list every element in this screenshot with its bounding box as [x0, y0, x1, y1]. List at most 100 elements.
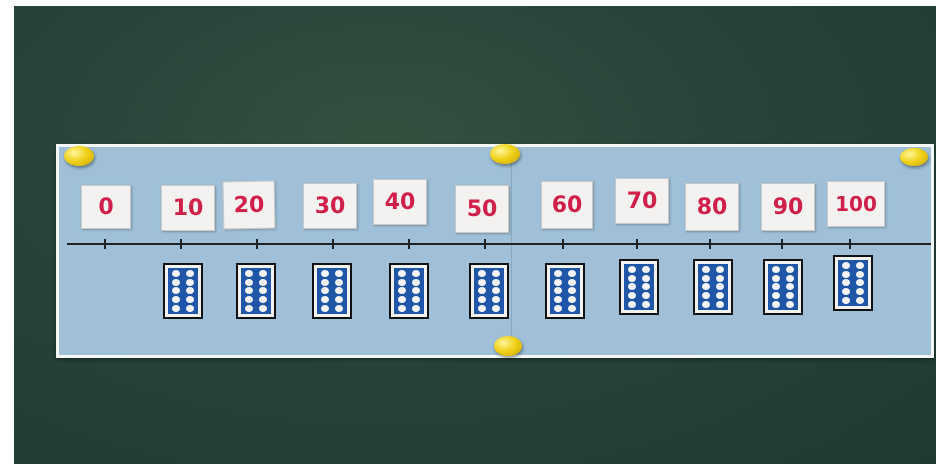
ten-frame-dot [702, 292, 710, 299]
ten-frame-dot [245, 270, 253, 277]
ten-frame-dot [856, 271, 864, 278]
ten-frame-dot [492, 279, 500, 286]
ten-frame-dot [842, 288, 850, 295]
ten-frame-dot [702, 275, 710, 282]
ten-frame [312, 263, 352, 319]
tick-mark [484, 239, 486, 249]
tick-mark [562, 239, 564, 249]
ten-frame-dot [716, 292, 724, 299]
ten-frame-dot [321, 270, 329, 277]
ten-frame-dot [172, 296, 180, 303]
ten-frame-dot [856, 288, 864, 295]
ten-frame-dot [412, 270, 420, 277]
ten-frame-dot [186, 270, 194, 277]
ten-frame-dot [172, 270, 180, 277]
ten-frame-dot [786, 292, 794, 299]
ten-frame [619, 259, 659, 315]
ten-frame-dot [492, 305, 500, 312]
ten-frame-dot [321, 279, 329, 286]
ten-frame [763, 259, 803, 315]
ten-frame-dot [628, 266, 636, 273]
ten-frame-dot [772, 301, 780, 308]
ten-frame-dot [398, 287, 406, 294]
number-card-100: 100 [827, 181, 885, 227]
ten-frame-dot [842, 262, 850, 269]
ten-frame-dot [702, 266, 710, 273]
tick-mark [636, 239, 638, 249]
number-card-50: 50 [455, 185, 509, 233]
number-card-90: 90 [761, 183, 815, 231]
ten-frame-dot [172, 287, 180, 294]
ten-frame-dot [478, 305, 486, 312]
number-card-70: 70 [615, 178, 669, 224]
ten-frame-dot [568, 279, 576, 286]
ten-frame-dot [786, 266, 794, 273]
ten-frame-dot [172, 279, 180, 286]
ten-frame-dot [259, 296, 267, 303]
number-card-0: 0 [81, 185, 131, 229]
ten-frame-dot [321, 296, 329, 303]
ten-frame-dot [856, 262, 864, 269]
ten-frame-dot [642, 283, 650, 290]
tick-mark [781, 239, 783, 249]
ten-frame-dot [186, 305, 194, 312]
number-card-40: 40 [373, 179, 427, 225]
ten-frame-dot [842, 297, 850, 304]
ten-frame [236, 263, 276, 319]
ten-frame-dot [492, 270, 500, 277]
ten-frame [693, 259, 733, 315]
ten-frame-dot [716, 283, 724, 290]
ten-frame-dot [642, 301, 650, 308]
ten-frame-dot [335, 287, 343, 294]
yellow-magnet-icon [900, 148, 928, 166]
ten-frame-dot [772, 275, 780, 282]
yellow-magnet-icon [494, 336, 522, 356]
ten-frame-dot [716, 275, 724, 282]
ten-frame-dot [786, 283, 794, 290]
ten-frame-dot [554, 287, 562, 294]
ten-frame-dot [642, 292, 650, 299]
ten-frame-dot [492, 287, 500, 294]
ten-frame-dot [412, 279, 420, 286]
ten-frame-dot [702, 283, 710, 290]
ten-frame-dot [335, 296, 343, 303]
yellow-magnet-icon [64, 146, 94, 166]
ten-frame-dot [568, 296, 576, 303]
ten-frame-dot [628, 283, 636, 290]
ten-frame-dot [554, 270, 562, 277]
ten-frame-dot [554, 296, 562, 303]
ten-frame-dot [186, 287, 194, 294]
ten-frame-dot [716, 266, 724, 273]
ten-frame-dot [628, 275, 636, 282]
ten-frame-dot [186, 296, 194, 303]
tick-mark [849, 239, 851, 249]
ten-frame-dot [856, 297, 864, 304]
tick-mark [180, 239, 182, 249]
ten-frame [833, 255, 873, 311]
ten-frame-dot [842, 279, 850, 286]
ten-frame-dot [772, 283, 780, 290]
number-line-axis [67, 243, 931, 245]
ten-frame [389, 263, 429, 319]
ten-frame [545, 263, 585, 319]
ten-frame-dot [259, 279, 267, 286]
ten-frame-dot [321, 305, 329, 312]
number-card-30: 30 [303, 183, 357, 229]
ten-frame-dot [856, 279, 864, 286]
tick-mark [332, 239, 334, 249]
ten-frame-dot [335, 270, 343, 277]
poster-seam [511, 147, 512, 355]
ten-frame-dot [492, 296, 500, 303]
ten-frame-dot [335, 305, 343, 312]
ten-frame-dot [186, 279, 194, 286]
yellow-magnet-icon [490, 144, 520, 164]
ten-frame-dot [259, 305, 267, 312]
ten-frame-dot [335, 279, 343, 286]
tick-mark [408, 239, 410, 249]
ten-frame-dot [398, 279, 406, 286]
ten-frame-dot [554, 279, 562, 286]
ten-frame-dot [786, 301, 794, 308]
ten-frame-dot [412, 296, 420, 303]
ten-frame-dot [702, 301, 710, 308]
ten-frame-dot [478, 279, 486, 286]
